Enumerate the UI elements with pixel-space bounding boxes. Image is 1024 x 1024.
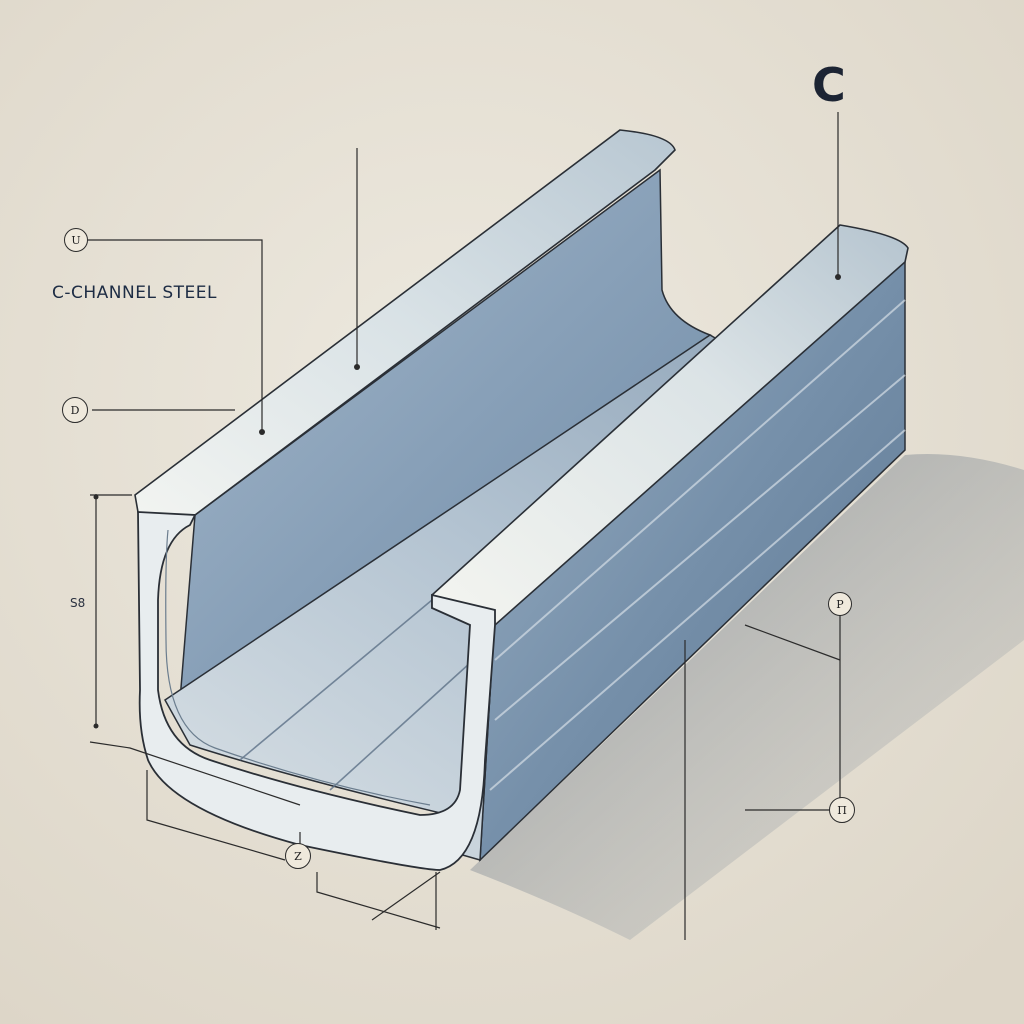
callout-label-middle-left: D	[70, 403, 80, 417]
callout-label-right-lower: П	[837, 803, 847, 817]
callout-label-right-upper: P	[836, 597, 844, 611]
callout-bubble-middle-left: D	[62, 397, 88, 423]
callout-label-bottom: Z	[294, 849, 302, 863]
arrowhead-left-flange	[259, 429, 265, 435]
callout-bubble-upper-left: U	[64, 228, 88, 252]
arrowhead-top	[354, 364, 360, 370]
height-dimension-label: S8	[70, 596, 86, 610]
diagram-title: C-CHANNEL STEEL	[52, 283, 217, 303]
logo-c-mark: C	[812, 58, 846, 112]
outer-face-ridges	[489, 299, 906, 791]
cross-section-inner-edge	[165, 529, 431, 806]
arrowhead-dim-bottom	[93, 723, 99, 729]
arrowhead-dim-top	[93, 494, 99, 500]
callout-bubble-right-lower: П	[829, 797, 855, 823]
leader-lines	[88, 112, 841, 940]
cast-shadow	[470, 454, 1024, 940]
arrowheads	[93, 274, 841, 729]
arrowhead-right-top	[835, 274, 841, 280]
callout-bubble-bottom: Z	[285, 843, 311, 869]
callout-bubble-right-upper: P	[828, 592, 852, 616]
callout-label-upper-left: U	[71, 233, 81, 247]
